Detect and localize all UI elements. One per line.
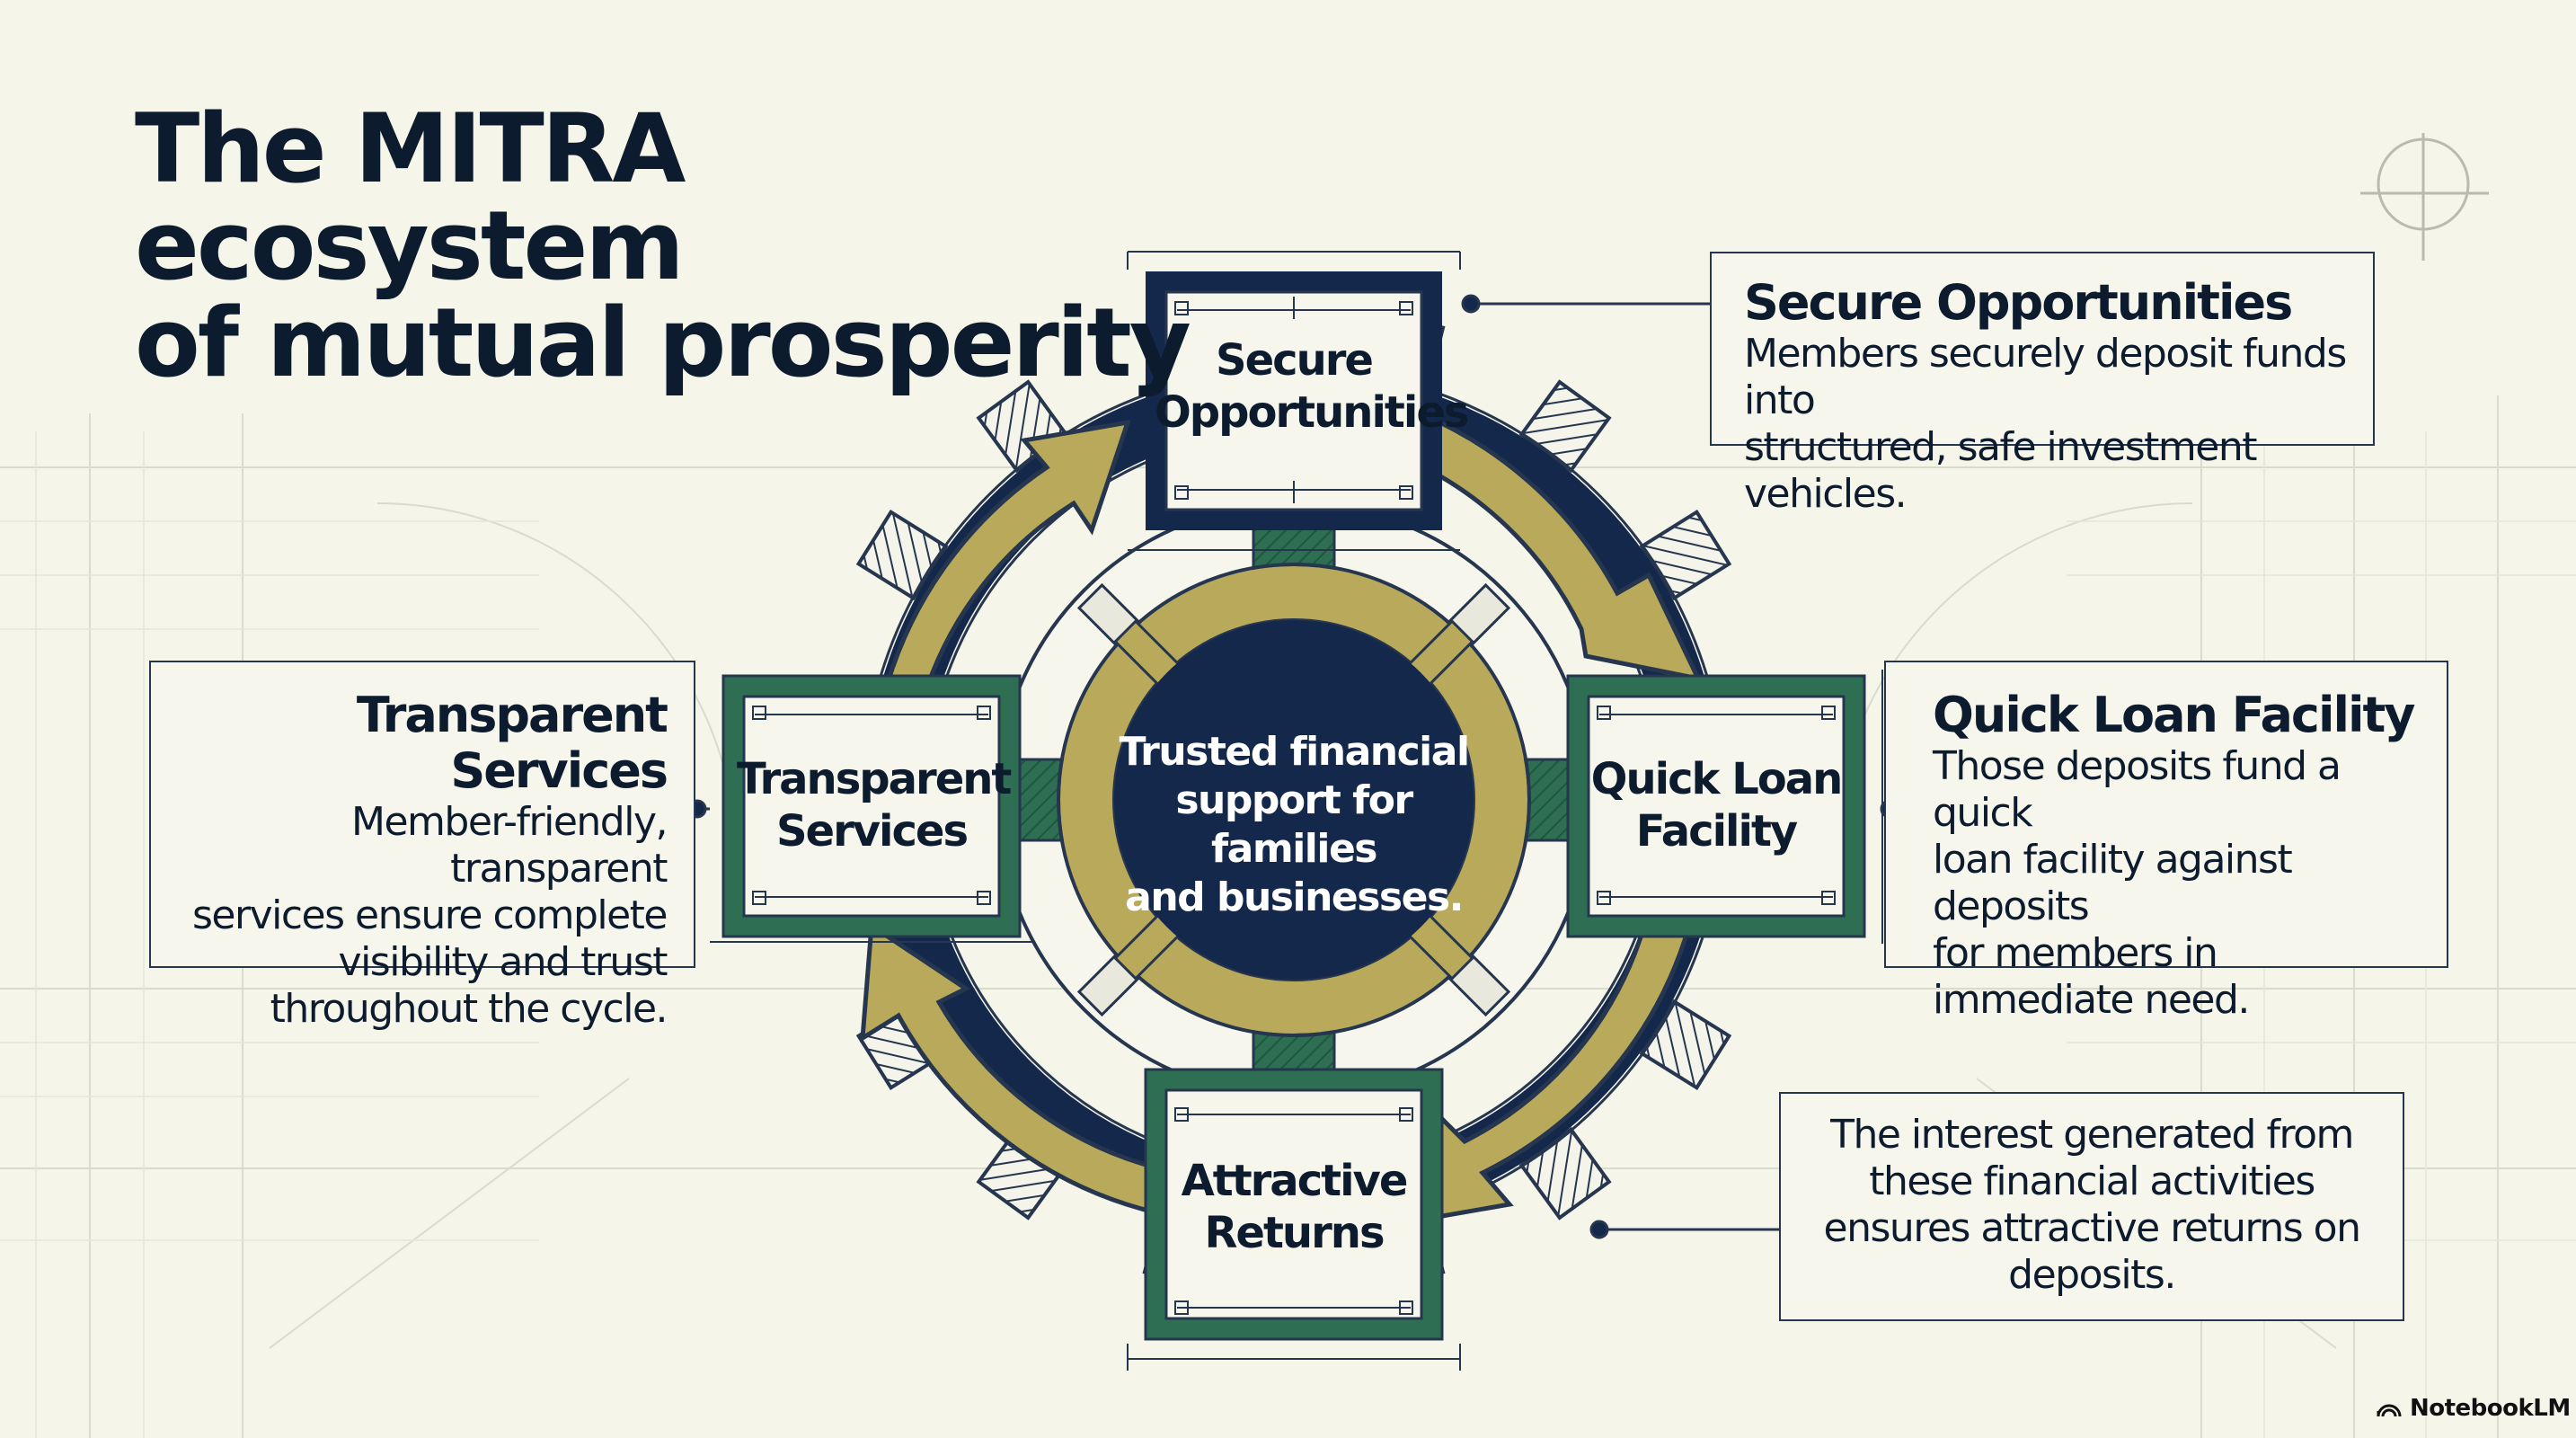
box-label-returns-line-1: Attractive: [1181, 1156, 1409, 1206]
callout-text-line: services ensure complete: [192, 892, 668, 938]
center-line-3: and businesses.: [1125, 874, 1464, 920]
callout-text-line: structured, safe investment vehicles.: [1744, 424, 2257, 517]
center-line-1: Trusted financial: [1119, 729, 1470, 775]
center-statement: Trusted financial support for families a…: [1101, 728, 1487, 922]
callout-text-line: for members in: [1933, 930, 2218, 976]
callout-text-line: Members securely deposit funds into: [1744, 331, 2347, 423]
callout-secure-opportunities: Secure Opportunities Members securely de…: [1710, 252, 2375, 517]
box-secure: [1127, 251, 1461, 551]
callout-text-line: Those deposits fund a quick: [1933, 743, 2341, 836]
notebooklm-brand: NotebookLM: [2376, 1395, 2571, 1422]
box-label-transparent-line-2: Services: [775, 806, 969, 857]
center-hub: [1114, 620, 1474, 980]
callout-text-line: immediate need.: [1933, 977, 2250, 1023]
box-label-loan-line-1: Quick Loan: [1590, 754, 1844, 804]
box-label-returns: Attractive Returns: [1155, 1155, 1433, 1259]
box-label-transparent: Transparent Services: [737, 753, 1012, 857]
callout-text-line: Member-friendly, transparent: [351, 799, 668, 892]
box-label-transparent-line-1: Transparent: [737, 754, 1012, 804]
callout-attractive-returns: The interest generated from these financ…: [1779, 1092, 2404, 1321]
box-transparent: [710, 674, 1033, 943]
title-line-2: of mutual prosperity: [135, 288, 1191, 398]
callout-text-line: loan facility against deposits: [1933, 837, 2293, 929]
callout-heading: Quick Loan Facility: [1933, 687, 2416, 743]
callout-transparent-services: Transparent Services Member-friendly, tr…: [149, 661, 695, 1032]
title-line-1: The MITRA ecosystem: [135, 93, 686, 301]
callout-heading: Transparent Services: [356, 687, 668, 799]
box-returns: [1127, 1068, 1461, 1371]
callout-quick-loan-facility: Quick Loan Facility Those deposits fund …: [1884, 661, 2448, 1023]
box-label-loan-line-2: Facility: [1635, 806, 1798, 857]
center-line-2: support for families: [1175, 777, 1413, 872]
box-loan: [1566, 670, 1883, 944]
crosshair-icon: [2360, 133, 2489, 261]
callout-text-line: ensures attractive returns on: [1823, 1205, 2361, 1251]
gold-ring: [1060, 566, 1527, 1034]
box-label-loan: Quick Loan Facility: [1581, 753, 1851, 857]
box-label-secure: Secure Opportunities: [1155, 334, 1469, 439]
callout-text-line: throughout the cycle.: [270, 986, 668, 1032]
callout-text-line: The interest generated from: [1830, 1112, 2354, 1158]
callout-text-line: visibility and trust: [338, 939, 668, 985]
box-label-secure-line-1: Secure: [1216, 335, 1374, 386]
box-label-secure-line-2: Opportunities: [1155, 387, 1469, 438]
callout-text-line: deposits.: [2008, 1252, 2176, 1298]
callout-heading: Secure Opportunities: [1744, 274, 2293, 331]
box-label-returns-line-2: Returns: [1204, 1208, 1385, 1258]
brand-name: NotebookLM: [2410, 1395, 2571, 1422]
page-title: The MITRA ecosystem of mutual prosperity: [135, 101, 1213, 392]
notebooklm-logo-icon: [2377, 1404, 2402, 1417]
callout-text-line: these financial activities: [1869, 1158, 2315, 1204]
